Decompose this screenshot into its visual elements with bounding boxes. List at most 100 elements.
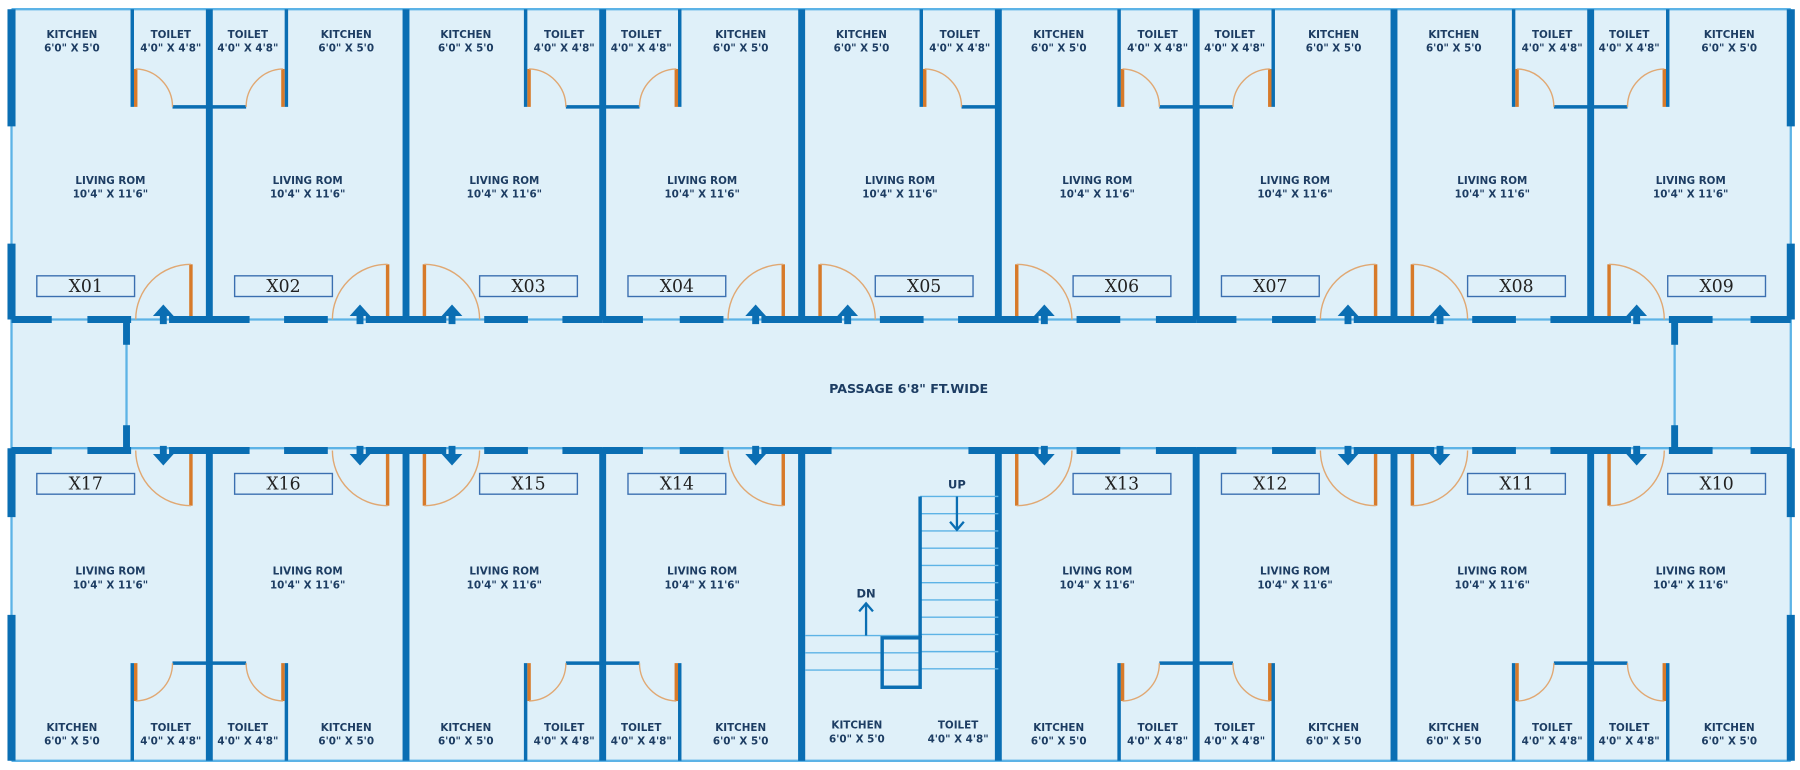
arrow-down-icon (349, 445, 371, 466)
toilet-door-swing (529, 663, 567, 702)
toilet-size: 4'0" X 4'8" (1522, 736, 1583, 748)
arrow-down-icon (1337, 445, 1359, 466)
arrow-down-icon (152, 445, 174, 466)
unit-label-box (1466, 275, 1567, 298)
stair-landing (880, 636, 922, 689)
toilet-label: TOILET (151, 29, 191, 41)
entrance-door-swing (135, 450, 191, 507)
kitchen-label: KITCHEN (836, 29, 887, 41)
toilet-label: TOILET (544, 29, 584, 41)
kitchen-label: KITCHEN (1033, 722, 1084, 734)
toilet-label: TOILET (621, 29, 661, 41)
entrance-door-swing (1609, 450, 1665, 507)
toilet-door-swing (638, 68, 677, 107)
arrow-up-icon (837, 304, 859, 325)
unit-label: X08 (1499, 277, 1533, 297)
living-room-label: LIVING ROM (667, 175, 737, 187)
kitchen-size: 6'0" X 5'0 (438, 736, 494, 748)
kitchen-label: KITCHEN (321, 29, 372, 41)
living-room-label: LIVING ROM (1656, 566, 1726, 578)
unit-label-box (36, 472, 136, 495)
toilet-size: 4'0" X 4'8" (1204, 43, 1265, 55)
unit-label-box (233, 472, 334, 495)
living-room-size: 10'4" X 11'6" (467, 579, 542, 591)
kitchen-label: KITCHEN (831, 720, 882, 732)
entrance-door-swing (820, 263, 876, 320)
kitchen-label: KITCHEN (1033, 29, 1084, 41)
toilet-door-swing (1517, 663, 1555, 702)
entrance-door-swing (1412, 450, 1469, 507)
living-room-label: LIVING ROM (1457, 175, 1527, 187)
entrance-door-swing (1609, 263, 1665, 320)
kitchen-label: KITCHEN (1704, 722, 1755, 734)
passage-label: PASSAGE 6'8" FT.WIDE (829, 381, 988, 396)
toilet-size: 4'0" X 4'8" (217, 43, 278, 55)
toilet-door-swing (1626, 663, 1665, 702)
kitchen-label: KITCHEN (715, 722, 766, 734)
unit-label-box (874, 275, 974, 298)
entrance-door-swing (727, 263, 784, 320)
living-room-label: LIVING ROM (1656, 175, 1726, 187)
kitchen-size: 6'0" X 5'0 (713, 43, 769, 55)
toilet-size: 4'0" X 4'8" (1127, 43, 1188, 55)
unit-label: X12 (1253, 475, 1287, 495)
unit-label-box (478, 472, 579, 495)
arrow-down-icon (745, 445, 767, 466)
living-room-size: 10'4" X 11'6" (467, 189, 542, 201)
unit-label: X14 (660, 475, 694, 495)
entrance-door-swing (1319, 450, 1376, 507)
toilet-door-swing (1122, 68, 1161, 107)
unit-label: X11 (1499, 475, 1533, 495)
living-room-label: LIVING ROM (1260, 175, 1330, 187)
unit-label-box (1667, 275, 1767, 298)
kitchen-size: 6'0" X 5'0 (1426, 736, 1482, 748)
entrance-door-swing (1016, 450, 1073, 507)
kitchen-label: KITCHEN (1428, 722, 1479, 734)
toilet-door-swing (245, 663, 283, 702)
toilet-door-swing (1232, 68, 1270, 107)
unit-label-box (1466, 472, 1567, 495)
toilet-door-swing (1626, 68, 1665, 107)
arrow-down-icon (1033, 445, 1055, 466)
living-room-size: 10'4" X 11'6" (1257, 189, 1332, 201)
kitchen-size: 6'0" X 5'0 (438, 43, 494, 55)
kitchen-size: 6'0" X 5'0 (318, 736, 374, 748)
toilet-door-swing (1122, 663, 1161, 702)
unit-label-box (478, 275, 579, 298)
kitchen-size: 6'0" X 5'0 (1306, 43, 1362, 55)
toilet-door-swing (1517, 68, 1555, 107)
toilet-door-swing (135, 68, 174, 107)
unit-label-box (1072, 275, 1172, 298)
toilet-size: 4'0" X 4'8" (929, 43, 990, 55)
toilet-label: TOILET (544, 722, 584, 734)
unit-label: X15 (511, 475, 545, 495)
kitchen-size: 6'0" X 5'0 (1306, 736, 1362, 748)
kitchen-label: KITCHEN (46, 29, 97, 41)
unit-label: X17 (69, 475, 103, 495)
toilet-label: TOILET (1609, 29, 1649, 41)
living-room-label: LIVING ROM (469, 175, 539, 187)
kitchen-size: 6'0" X 5'0 (1031, 736, 1087, 748)
kitchen-size: 6'0" X 5'0 (44, 736, 100, 748)
unit-label-box (1220, 472, 1320, 495)
toilet-size: 4'0" X 4'8" (140, 43, 201, 55)
arrow-down-icon (441, 445, 463, 466)
toilet-door-swing (1232, 663, 1270, 702)
stair-up-label: UP (948, 477, 966, 491)
living-room-size: 10'4" X 11'6" (664, 579, 739, 591)
toilet-size: 4'0" X 4'8" (534, 43, 595, 55)
toilet-size: 4'0" X 4'8" (1522, 43, 1583, 55)
living-room-size: 10'4" X 11'6" (1455, 579, 1530, 591)
arrow-down-icon (949, 521, 965, 532)
kitchen-size: 6'0" X 5'0 (1701, 43, 1757, 55)
living-room-size: 10'4" X 11'6" (1257, 579, 1332, 591)
living-room-label: LIVING ROM (1062, 175, 1132, 187)
arrow-up-icon (441, 304, 463, 325)
toilet-label: TOILET (940, 29, 980, 41)
unit-label: X09 (1700, 277, 1734, 297)
kitchen-size: 6'0" X 5'0 (829, 733, 885, 745)
unit-label-box (233, 275, 334, 298)
toilet-size: 4'0" X 4'8" (140, 736, 201, 748)
living-room-label: LIVING ROM (865, 175, 935, 187)
